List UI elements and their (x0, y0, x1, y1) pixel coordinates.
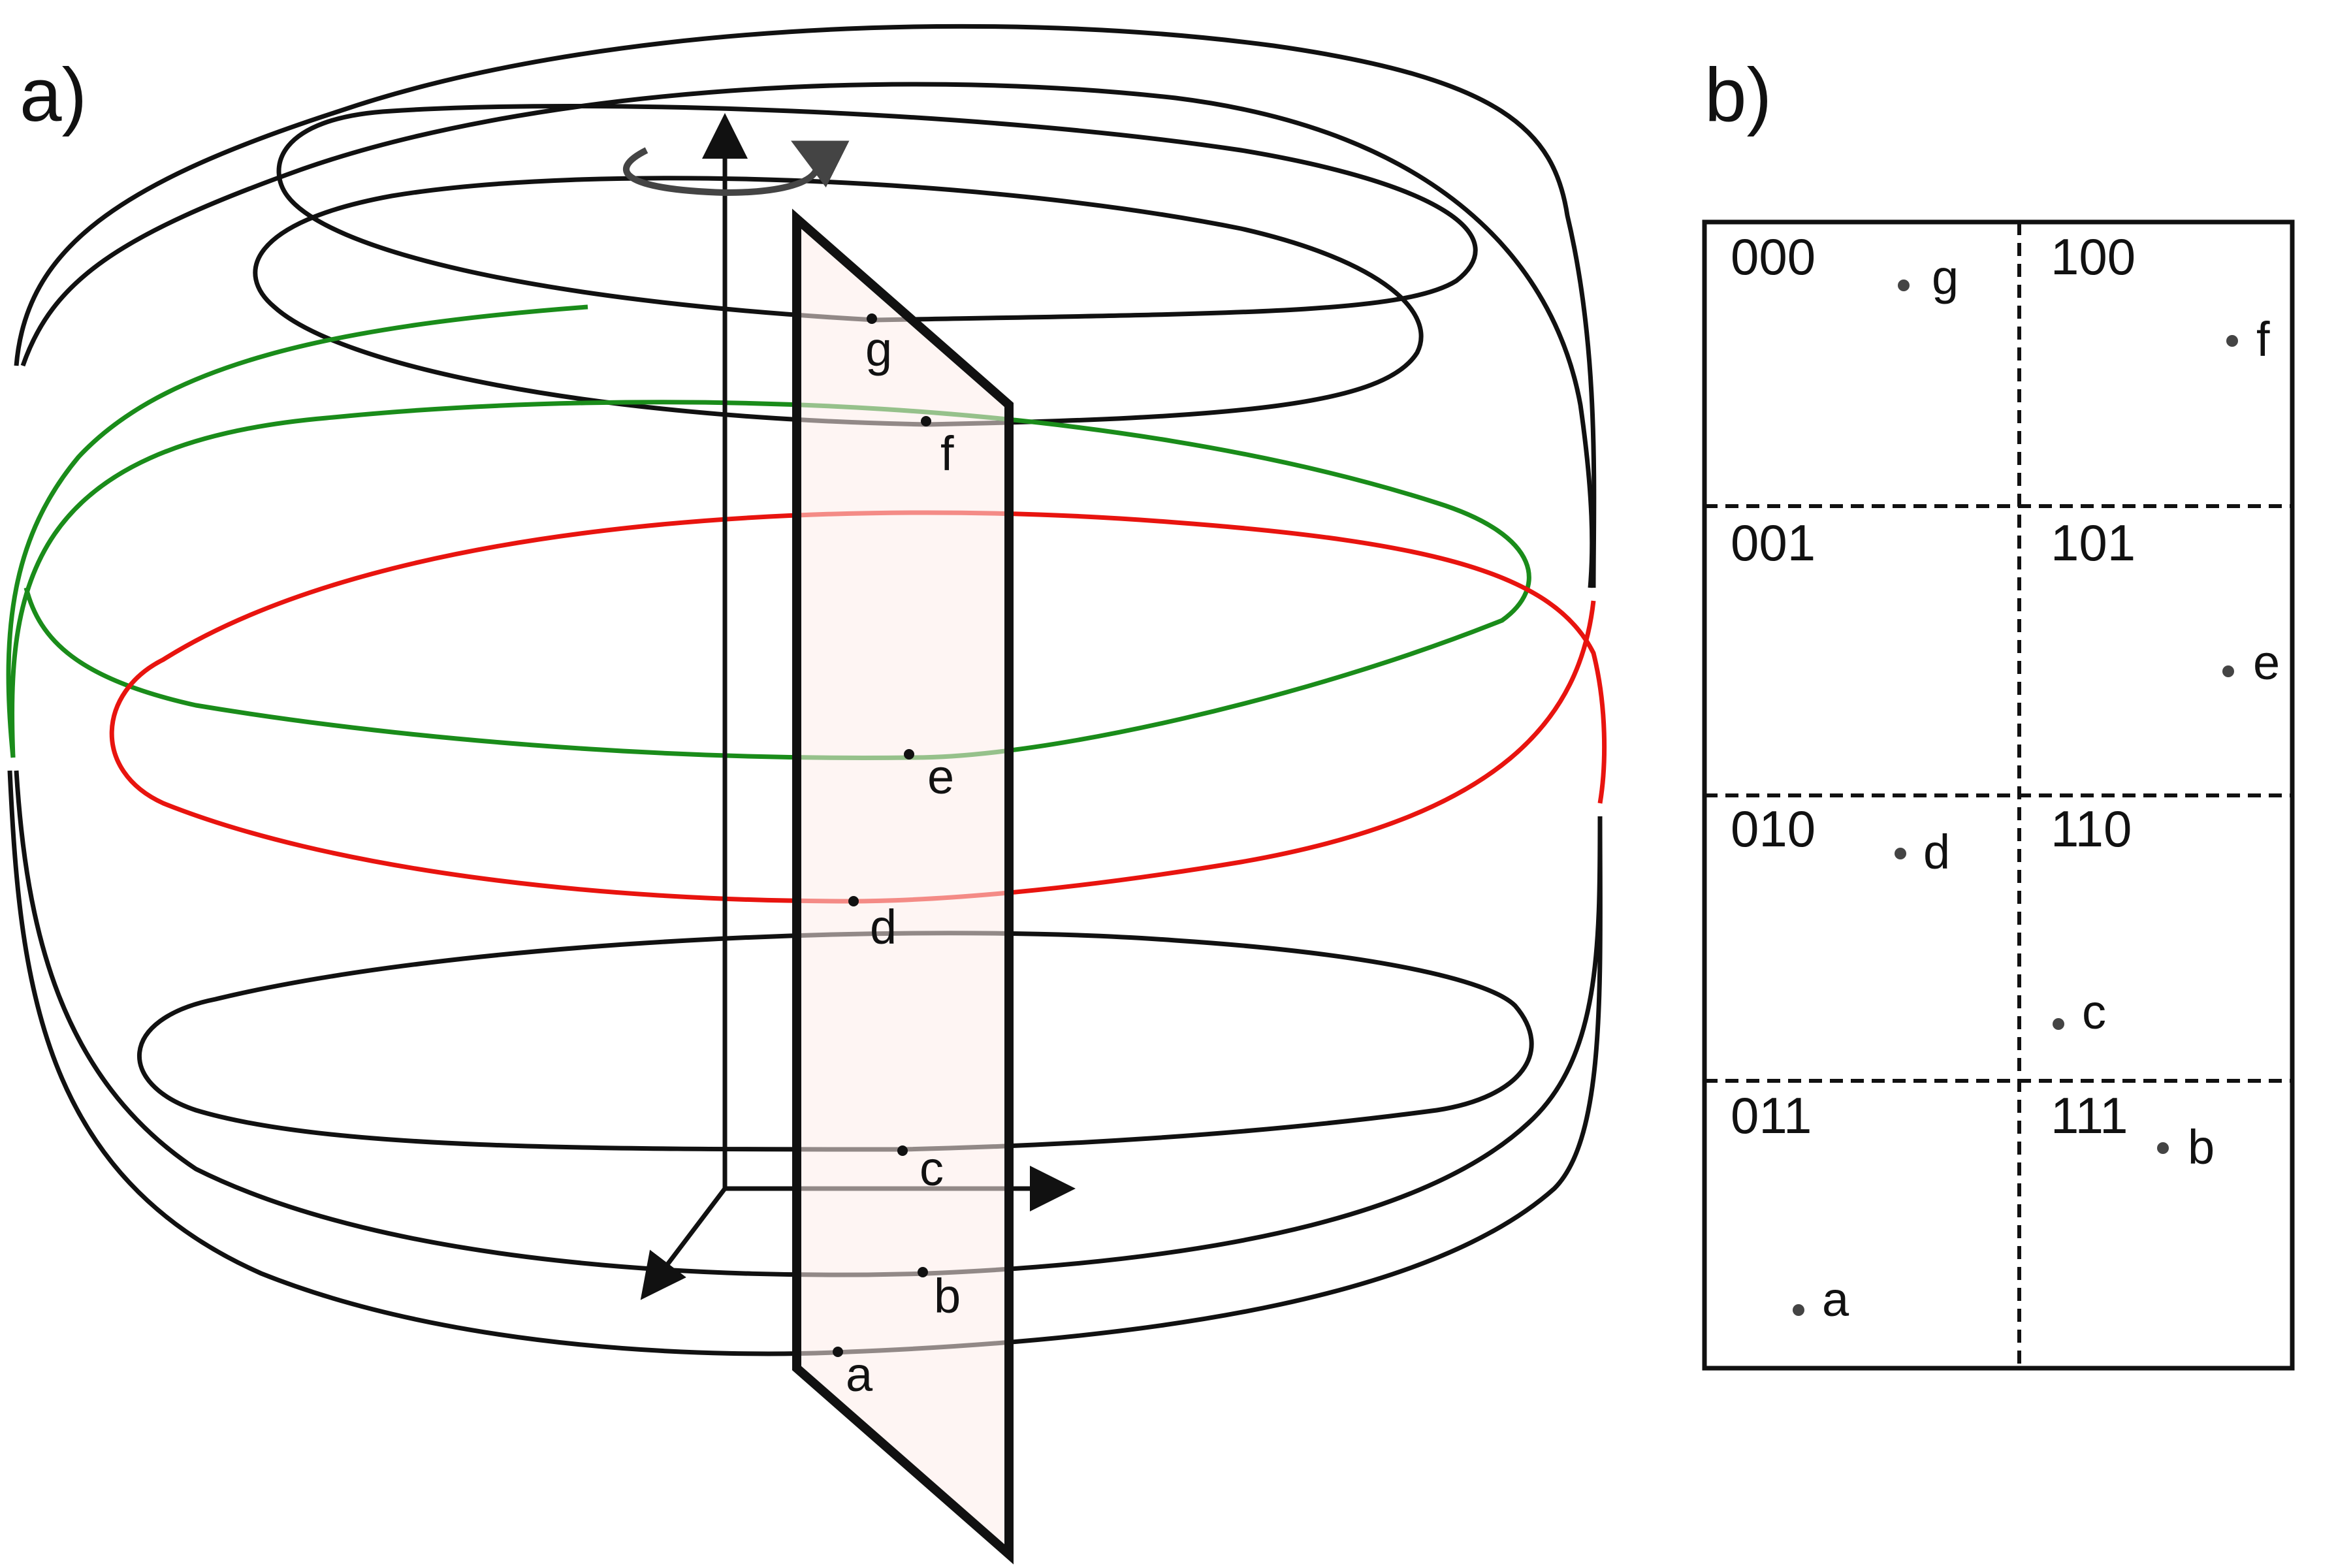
grid-label-a: a (1822, 1272, 1849, 1326)
grid-point-e (2222, 665, 2234, 677)
grid-point-c (2053, 1018, 2064, 1030)
trajectory-green-orbit-left (6, 304, 588, 758)
grid-label-b: b (2188, 1120, 2215, 1174)
grid-label-g: g (1932, 250, 1959, 304)
trajectory-outer-upper-2 (20, 82, 1595, 588)
panel-a: a) a (6, 24, 1607, 1565)
trajectory-red-orbit (109, 510, 1607, 904)
grid-point-f (2226, 335, 2238, 347)
trajectory-outer-upper-1 (14, 24, 1597, 588)
section-points: a b c d e f g (833, 313, 961, 1401)
section-point-f (921, 416, 931, 426)
section-label-d: d (870, 900, 897, 954)
section-label-b: b (934, 1269, 961, 1323)
grid-point-b (2157, 1142, 2169, 1154)
grid-label-f: f (2256, 312, 2270, 366)
section-label-e: e (927, 750, 954, 804)
panel-a-label: a) (20, 52, 87, 137)
trajectory-top-loop-2 (253, 176, 1424, 427)
cell-code-111: 111 (2051, 1087, 2128, 1144)
panel-b-label: b) (1704, 52, 1772, 137)
section-point-a (833, 1347, 843, 1357)
rotation-arrow-icon (623, 140, 850, 197)
section-label-g: g (865, 322, 892, 376)
cell-code-000: 000 (1731, 228, 1816, 285)
section-point-g (867, 313, 877, 324)
grid-point-g (1898, 280, 1910, 291)
grid-label-e: e (2253, 635, 2280, 690)
section-point-e (904, 749, 914, 760)
section-label-a: a (846, 1347, 873, 1401)
cell-code-101: 101 (2051, 514, 2136, 571)
cell-code-100: 100 (2051, 228, 2136, 285)
cell-code-011: 011 (1731, 1087, 1812, 1144)
cell-code-010: 010 (1731, 800, 1816, 857)
section-point-b (918, 1267, 928, 1277)
grid-label-c: c (2082, 985, 2106, 1039)
grid-point-d (1895, 848, 1906, 859)
section-point-c (897, 1145, 908, 1156)
section-point-d (848, 896, 859, 906)
cell-code-110: 110 (2051, 800, 2132, 857)
trajectory-green-orbit (10, 400, 1531, 760)
section-label-f: f (940, 426, 954, 481)
section-label-c: c (920, 1142, 944, 1196)
panel-b: b) 000 100 001 101 010 110 011 111 g f e… (1702, 52, 2295, 1371)
poincare-section-plane (792, 208, 1014, 1565)
grid-point-a (1793, 1304, 1804, 1316)
cell-code-001: 001 (1731, 514, 1816, 571)
horizontal-axis-y (640, 1187, 727, 1300)
grid-label-d: d (1923, 825, 1950, 879)
